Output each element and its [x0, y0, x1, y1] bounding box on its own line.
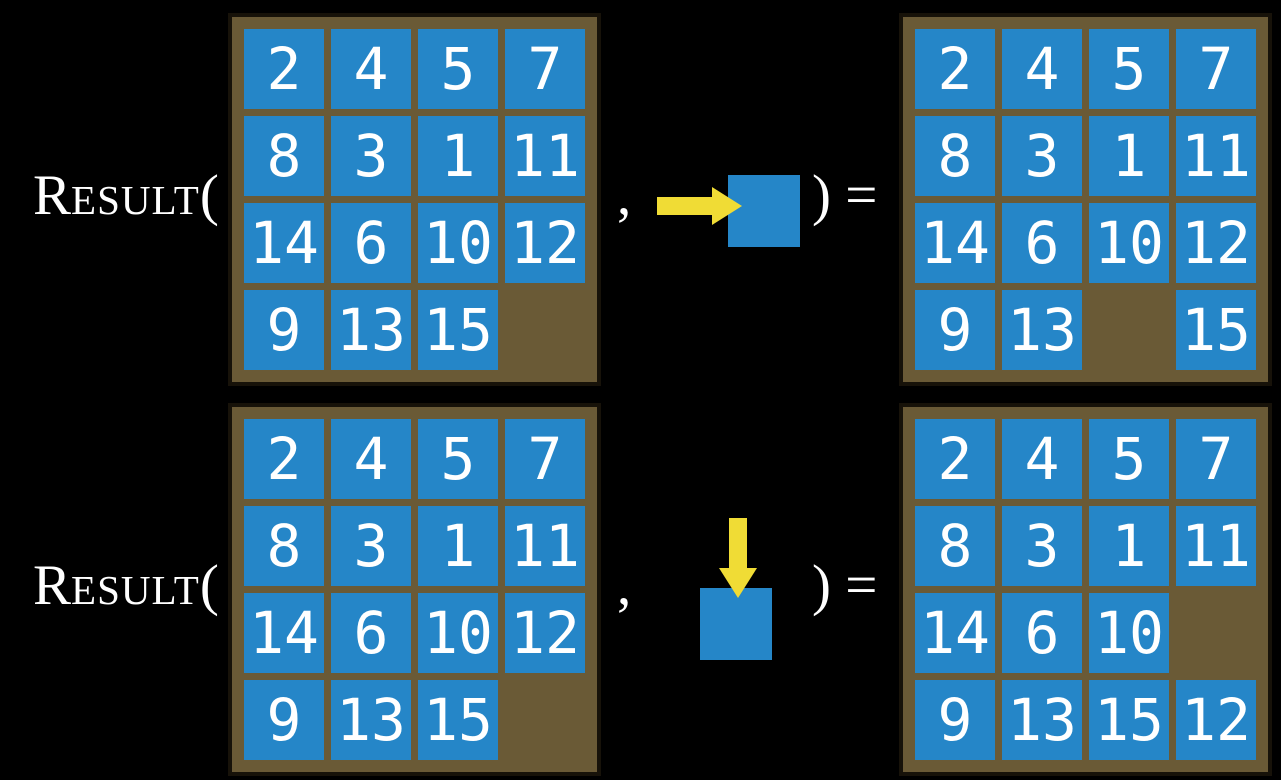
tile-2: 2	[915, 419, 995, 499]
tile-1: 1	[1089, 506, 1169, 586]
tile-7: 7	[505, 419, 585, 499]
tile-7: 7	[1176, 29, 1256, 109]
tile-12: 12	[505, 593, 585, 673]
tile-8: 8	[915, 506, 995, 586]
tile-2: 2	[244, 419, 324, 499]
result-function-label: RESULT(	[33, 167, 219, 224]
tile-10: 10	[418, 203, 498, 283]
tile-5: 5	[418, 419, 498, 499]
close-paren-equals: ) =	[812, 554, 878, 617]
tile-10: 10	[418, 593, 498, 673]
open-paren: (	[199, 554, 219, 617]
tile-1: 1	[1089, 116, 1169, 196]
tile-13: 13	[331, 680, 411, 760]
tile-9: 9	[915, 680, 995, 760]
open-paren: (	[199, 164, 219, 227]
tile-3: 3	[1002, 116, 1082, 196]
tile-5: 5	[1089, 29, 1169, 109]
tile-10: 10	[1089, 593, 1169, 673]
tile-12: 12	[1176, 680, 1256, 760]
tile-1: 1	[418, 506, 498, 586]
tile-12: 12	[505, 203, 585, 283]
tile-4: 4	[331, 419, 411, 499]
tile-5: 5	[418, 29, 498, 109]
tile-8: 8	[915, 116, 995, 196]
arrow-down-icon	[719, 518, 757, 598]
tile-4: 4	[1002, 419, 1082, 499]
tile-6: 6	[1002, 203, 1082, 283]
tile-14: 14	[244, 203, 324, 283]
tile-2: 2	[915, 29, 995, 109]
tile-14: 14	[244, 593, 324, 673]
blank-cell	[505, 290, 585, 370]
tile-15: 15	[1176, 290, 1256, 370]
tile-2: 2	[244, 29, 324, 109]
tile-14: 14	[915, 593, 995, 673]
tile-8: 8	[244, 506, 324, 586]
tile-4: 4	[1002, 29, 1082, 109]
tile-15: 15	[418, 290, 498, 370]
action-tile-square	[700, 588, 772, 660]
blank-cell	[1089, 290, 1169, 370]
tile-6: 6	[331, 203, 411, 283]
tile-3: 3	[1002, 506, 1082, 586]
tile-3: 3	[331, 116, 411, 196]
tile-1: 1	[418, 116, 498, 196]
result-label-initial: R	[33, 554, 72, 617]
result-label-initial: R	[33, 164, 72, 227]
tile-11: 11	[1176, 506, 1256, 586]
tile-11: 11	[505, 116, 585, 196]
tile-12: 12	[1176, 203, 1256, 283]
tile-7: 7	[505, 29, 585, 109]
tile-5: 5	[1089, 419, 1169, 499]
result-label-rest: ESULT	[71, 177, 200, 223]
tile-6: 6	[1002, 593, 1082, 673]
comma-separator: ,	[617, 554, 632, 617]
blank-cell	[1176, 593, 1256, 673]
tile-13: 13	[331, 290, 411, 370]
tile-6: 6	[331, 593, 411, 673]
tile-13: 13	[1002, 290, 1082, 370]
result-function-label: RESULT(	[33, 557, 219, 614]
result-label-rest: ESULT	[71, 567, 200, 613]
tile-11: 11	[1176, 116, 1256, 196]
tile-13: 13	[1002, 680, 1082, 760]
tile-14: 14	[915, 203, 995, 283]
arrow-right-icon	[657, 187, 742, 225]
tile-11: 11	[505, 506, 585, 586]
tile-9: 9	[244, 290, 324, 370]
tile-9: 9	[915, 290, 995, 370]
tile-9: 9	[244, 680, 324, 760]
close-paren-equals: ) =	[812, 164, 878, 227]
tile-4: 4	[331, 29, 411, 109]
tile-8: 8	[244, 116, 324, 196]
tile-7: 7	[1176, 419, 1256, 499]
tile-15: 15	[418, 680, 498, 760]
tile-15: 15	[1089, 680, 1169, 760]
comma-separator: ,	[617, 164, 632, 227]
tile-10: 10	[1089, 203, 1169, 283]
tile-3: 3	[331, 506, 411, 586]
blank-cell	[505, 680, 585, 760]
action-tile-square	[728, 175, 800, 247]
